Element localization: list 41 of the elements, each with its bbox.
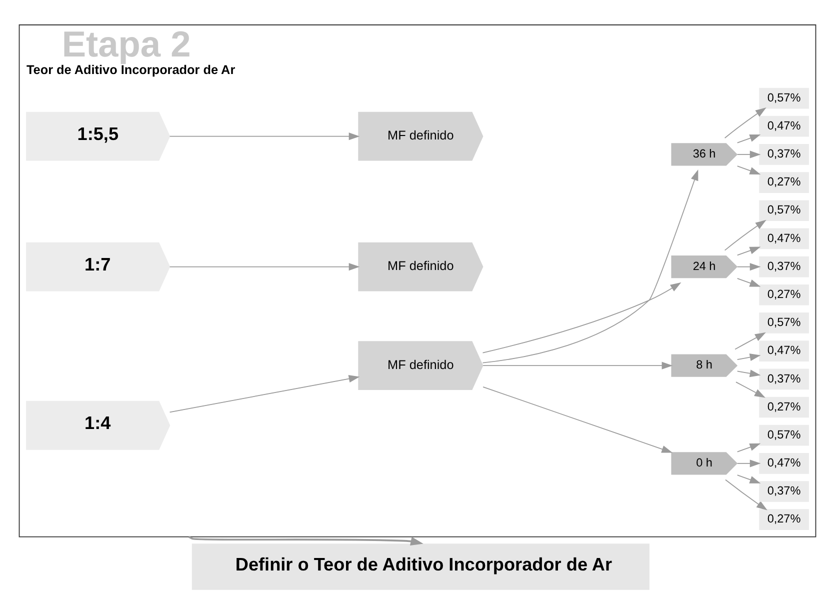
node-box: 0,37%	[759, 256, 809, 278]
node-box: 0,47%	[759, 340, 809, 362]
arrow	[482, 170, 698, 364]
arrow	[482, 386, 673, 453]
node-box: 0,27%	[759, 284, 809, 306]
node-box: 0,27%	[759, 172, 809, 193]
node-box: 0,27%	[759, 396, 809, 418]
arrow	[169, 263, 360, 271]
arrow	[736, 382, 766, 398]
arrow	[734, 332, 766, 350]
node-box: 0,57%	[759, 424, 809, 446]
arrow	[169, 132, 360, 140]
arrow	[736, 443, 761, 452]
arrow	[725, 479, 768, 510]
arrow	[736, 246, 761, 256]
node-box: 0,47%	[759, 228, 809, 250]
node-box: 0,37%	[759, 144, 809, 165]
arrow	[736, 166, 761, 174]
node-box: 0,37%	[759, 481, 809, 502]
node-box: 0,47%	[759, 453, 809, 474]
arrow	[736, 263, 761, 271]
arrow	[482, 362, 673, 370]
node-box: 0,37%	[759, 368, 809, 390]
node-box: 0,57%	[759, 200, 809, 222]
arrow	[482, 282, 682, 354]
node-box: 0,47%	[759, 116, 809, 137]
node-box: 0,57%	[759, 88, 809, 109]
arrow	[736, 353, 761, 361]
arrow	[736, 474, 761, 484]
arrow	[724, 107, 766, 138]
node-box: 0,27%	[759, 509, 809, 530]
arrow	[736, 460, 761, 468]
arrow	[736, 370, 761, 378]
arrow	[724, 220, 766, 251]
node-box: 0,57%	[759, 312, 809, 334]
arrow	[736, 278, 761, 287]
arrow	[736, 134, 761, 144]
arrow	[188, 536, 424, 546]
arrow	[736, 150, 761, 158]
arrow	[169, 375, 360, 413]
node-box: Definir o Teor de Aditivo Incorporador de Ar	[192, 544, 650, 590]
